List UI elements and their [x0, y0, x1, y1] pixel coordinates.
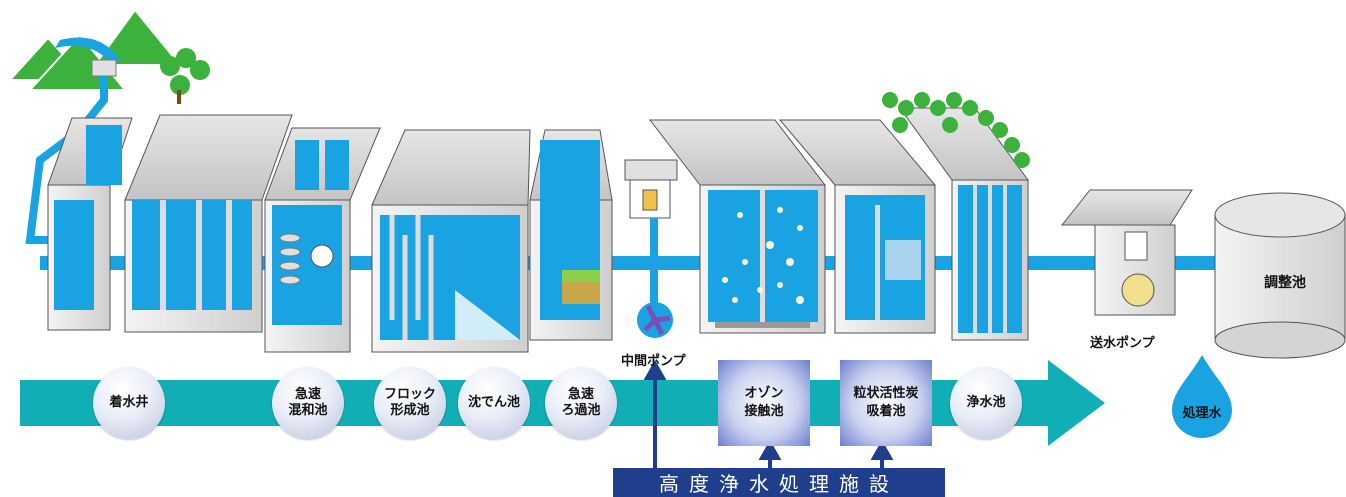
intermediate-pump-label: 中間ポンプ: [621, 354, 686, 369]
trees-icon: [160, 48, 210, 104]
stage-receiving-well: 着水井: [93, 367, 165, 439]
roof-garden-icon: [882, 92, 1030, 168]
regulating-reservoir-label: 調整池: [1264, 275, 1306, 291]
receiving-well-tank: [47, 117, 133, 331]
gac-adsorption-tank: [778, 119, 937, 334]
rapid-mixing-tank: [264, 127, 381, 353]
mountains-icon: [7, 8, 183, 91]
stage-gac-adsorption: 粒状活性炭 吸着池: [840, 360, 932, 446]
advanced-treatment-banner: 高度浄水処理施設: [613, 468, 945, 497]
ozone-contact-tank: [648, 119, 827, 334]
treated-water-label: 処理水: [1182, 406, 1222, 421]
transmission-pump-label: 送水ポンプ: [1090, 336, 1155, 351]
intermediate-pump-icon: [624, 159, 678, 338]
regulating-reservoir-tank: [1214, 192, 1346, 359]
stage-rapid-filtration: 急速 ろ過池: [545, 367, 617, 439]
stage-clear-water: 浄水池: [950, 367, 1022, 439]
advanced-treatment-connectors: [643, 359, 894, 468]
stage-flocculation: フロック 形成池: [374, 367, 446, 439]
stage-ozone-contact: オゾン 接触池: [718, 360, 810, 446]
clear-water-tank: [899, 107, 1029, 341]
water-drop-icon: [1172, 355, 1232, 438]
stage-rapid-mixing: 急速 混和池: [272, 367, 344, 439]
flocculation-tank: [371, 129, 531, 353]
stage-sedimentation: 沈でん池: [458, 367, 530, 439]
rapid-filtration-tank: [529, 129, 613, 341]
transmission-pump-house: [1060, 189, 1193, 316]
inlet-channel-tank: [124, 114, 293, 333]
